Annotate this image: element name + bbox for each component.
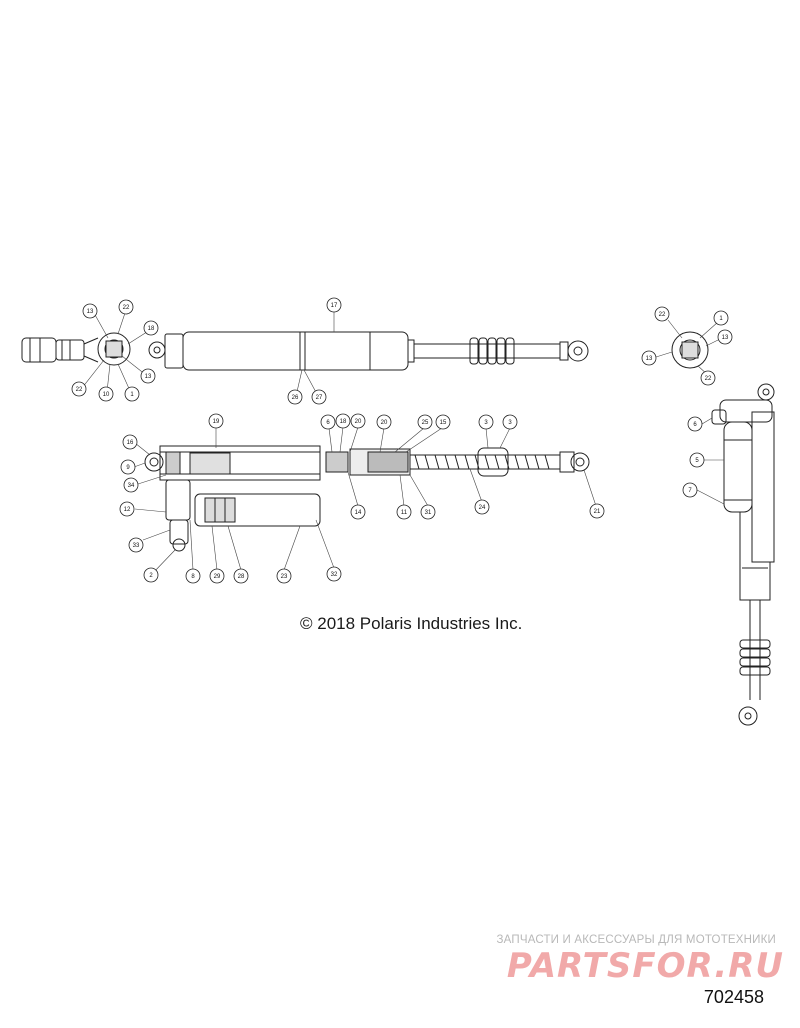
callout-number: 22	[76, 387, 83, 393]
callout-number: 32	[331, 572, 338, 578]
callout-number: 16	[127, 440, 134, 446]
callout-number: 10	[103, 392, 110, 398]
callout-number: 15	[440, 420, 447, 426]
callout-number: 7	[688, 488, 692, 494]
callout-number: 28	[238, 574, 245, 580]
callout-number: 11	[401, 510, 408, 516]
callout-group-reservoir	[119, 501, 342, 584]
callout-number: 13	[646, 356, 653, 362]
callout-number: 21	[594, 509, 601, 515]
callout-number: 6	[326, 420, 330, 426]
callout-number: 33	[133, 543, 140, 549]
callout-group-top-left-cap	[71, 299, 159, 402]
callout-number: 12	[124, 507, 131, 513]
callout-group-right-cap	[641, 306, 733, 386]
callout-number: 18	[340, 419, 347, 425]
callout-number: 20	[381, 420, 388, 426]
callout-number: 6	[693, 422, 697, 428]
callout-number: 17	[331, 303, 338, 309]
callout-number: 1	[719, 316, 723, 322]
callout-number: 20	[355, 419, 362, 425]
callout-number: 31	[425, 510, 432, 516]
callout-number: 13	[87, 309, 94, 315]
callout-number: 8	[191, 574, 195, 580]
callout-number: 13	[145, 374, 152, 380]
callout-number: 25	[422, 420, 429, 426]
callout-number: 23	[281, 574, 288, 580]
callout-number: 1	[130, 392, 134, 398]
callout-number: 3	[484, 420, 488, 426]
watermark-logo: PARTSFOR.RU	[506, 946, 784, 986]
callout-group-section	[120, 413, 605, 520]
callout-number: 9	[126, 465, 130, 471]
callout-number: 26	[292, 395, 299, 401]
callout-group-right-shock	[682, 416, 705, 498]
callout-number: 29	[214, 574, 221, 580]
callout-number: 13	[722, 335, 729, 341]
callout-number: 19	[213, 419, 220, 425]
callout-number: 27	[316, 395, 323, 401]
callout-circles	[71, 297, 733, 584]
callout-number: 24	[479, 505, 486, 511]
figure-number: 702458	[703, 987, 764, 1007]
top-shock-assembly	[21, 331, 589, 371]
copyright-notice: © 2018 Polaris Industries Inc.	[300, 614, 523, 633]
callout-number: 18	[148, 326, 155, 332]
callout-number: 3	[508, 420, 512, 426]
watermark-tagline: ЗАПЧАСТИ И АКСЕССУАРЫ ДЛЯ МОТОТЕХНИКИ	[496, 934, 776, 946]
callout-number: 5	[695, 458, 699, 464]
callout-leaders	[81, 309, 725, 575]
callout-number: 22	[705, 376, 712, 382]
right-vertical-shock	[711, 383, 775, 726]
callout-group-top-shock	[287, 297, 342, 405]
callout-number: 14	[355, 510, 362, 516]
right-cap-detail	[671, 331, 709, 369]
callout-number: 2	[149, 573, 153, 579]
callout-number: 22	[123, 305, 130, 311]
callout-number: 22	[659, 312, 666, 318]
callout-number: 34	[128, 483, 135, 489]
section-view-assembly	[144, 445, 590, 552]
